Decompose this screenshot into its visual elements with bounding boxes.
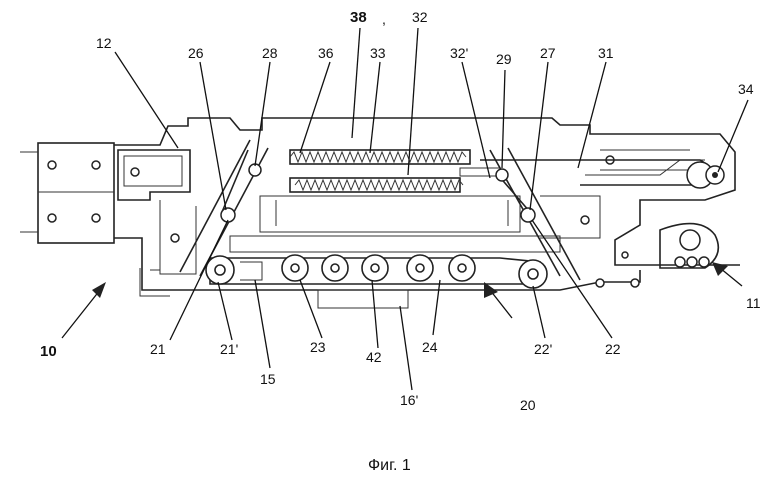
spring-assembly (290, 150, 500, 192)
label-33: 33 (370, 45, 386, 61)
label-15: 15 (260, 371, 276, 387)
label-21: 21 (150, 341, 166, 357)
label-22: 22 (605, 341, 621, 357)
label-12: 12 (96, 35, 112, 51)
roller-chain (206, 255, 547, 308)
left-mounting-plate (20, 143, 114, 243)
label-28: 28 (262, 45, 278, 61)
label-23: 23 (310, 339, 326, 355)
label-42: 42 (366, 349, 382, 365)
label-32-prime: 32' (450, 45, 468, 61)
label-24: 24 (422, 339, 438, 355)
right-lock-mechanism (660, 224, 718, 268)
label-16-prime: 16' (400, 392, 418, 408)
label-31: 31 (598, 45, 614, 61)
label-20: 20 (520, 397, 536, 413)
label-32: 32 (412, 9, 428, 25)
label-38: 38 (350, 9, 367, 26)
label-22-prime: 22' (534, 341, 552, 357)
leader-lines (115, 28, 748, 390)
label-11: 11 (746, 295, 761, 311)
stray-mark: , (382, 11, 386, 27)
label-34: 34 (738, 81, 754, 97)
label-36: 36 (318, 45, 334, 61)
label-26: 26 (188, 45, 204, 61)
figure-caption: Фиг. 1 (368, 457, 411, 474)
label-27: 27 (540, 45, 556, 61)
label-29: 29 (496, 51, 512, 67)
reference-numerals: 12 26 28 36 38 , 33 32 32' 29 27 31 34 1… (40, 9, 761, 413)
label-21-prime: 21' (220, 341, 238, 357)
label-10: 10 (40, 343, 57, 360)
